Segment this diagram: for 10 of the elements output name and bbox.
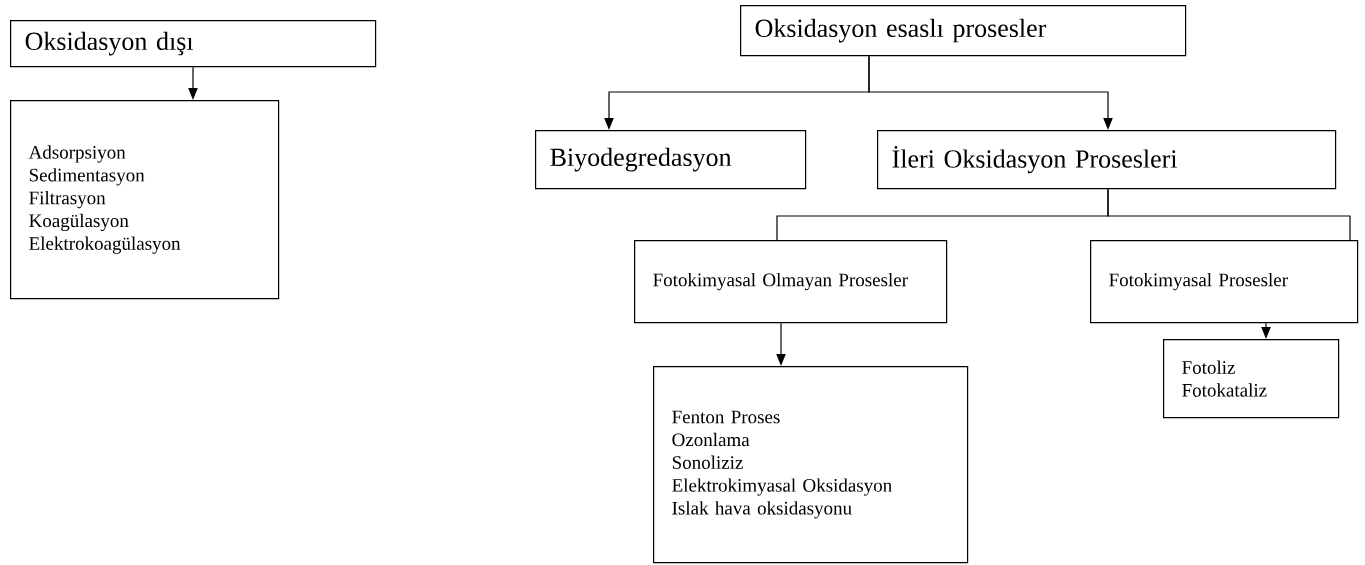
process-box: İleri Oksidasyon Prosesleri (877, 130, 1337, 190)
list-box: Fotoliz Fotokataliz (1163, 339, 1340, 419)
connector-line (1107, 188, 1351, 241)
heading-box: Oksidasyon esaslı prosesler (740, 5, 1187, 57)
process-box: Fotokimyasal Prosesler (1090, 240, 1359, 324)
process-box: Fotokimyasal Olmayan Prosesler (634, 240, 948, 324)
heading-box: Oksidasyon dışı (10, 20, 377, 68)
list-box: Fenton Proses Ozonlama Sonoliziz Elektrokimyasal Oksidasyon Islak hava oksidasyonu (653, 366, 969, 564)
process-box: Biyodegredasyon (535, 130, 807, 190)
list-box: Adsorpsiyon Sedimentasyon Filtrasyon Koagülasyon Elektrokoagülasyon (10, 100, 280, 300)
